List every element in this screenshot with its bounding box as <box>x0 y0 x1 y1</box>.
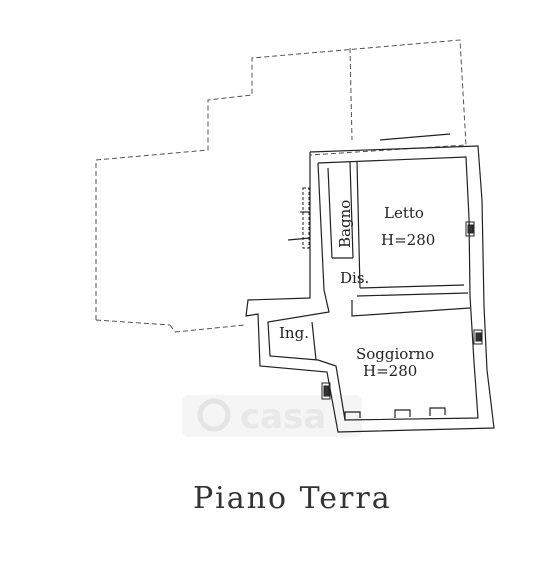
room-label-dis: Dis. <box>340 269 369 287</box>
watermark-text: casa <box>240 397 326 437</box>
openings <box>302 187 483 400</box>
room-label-soggiorno: Soggiorno <box>356 345 434 363</box>
room-label-bagno: Bagno <box>336 200 354 248</box>
walls <box>245 133 495 433</box>
room-height-letto: H=280 <box>381 231 435 249</box>
floor-title: Piano Terra <box>193 481 392 516</box>
room-height-soggiorno: H=280 <box>363 362 417 380</box>
room-label-letto: Letto <box>384 204 424 222</box>
watermark: casa <box>182 395 362 437</box>
room-label-ingresso: Ing. <box>279 324 309 342</box>
room-labels: Letto H=280 Bagno Dis. Ing. Soggiorno H=… <box>279 200 435 380</box>
dashed-boundary <box>95 39 467 333</box>
